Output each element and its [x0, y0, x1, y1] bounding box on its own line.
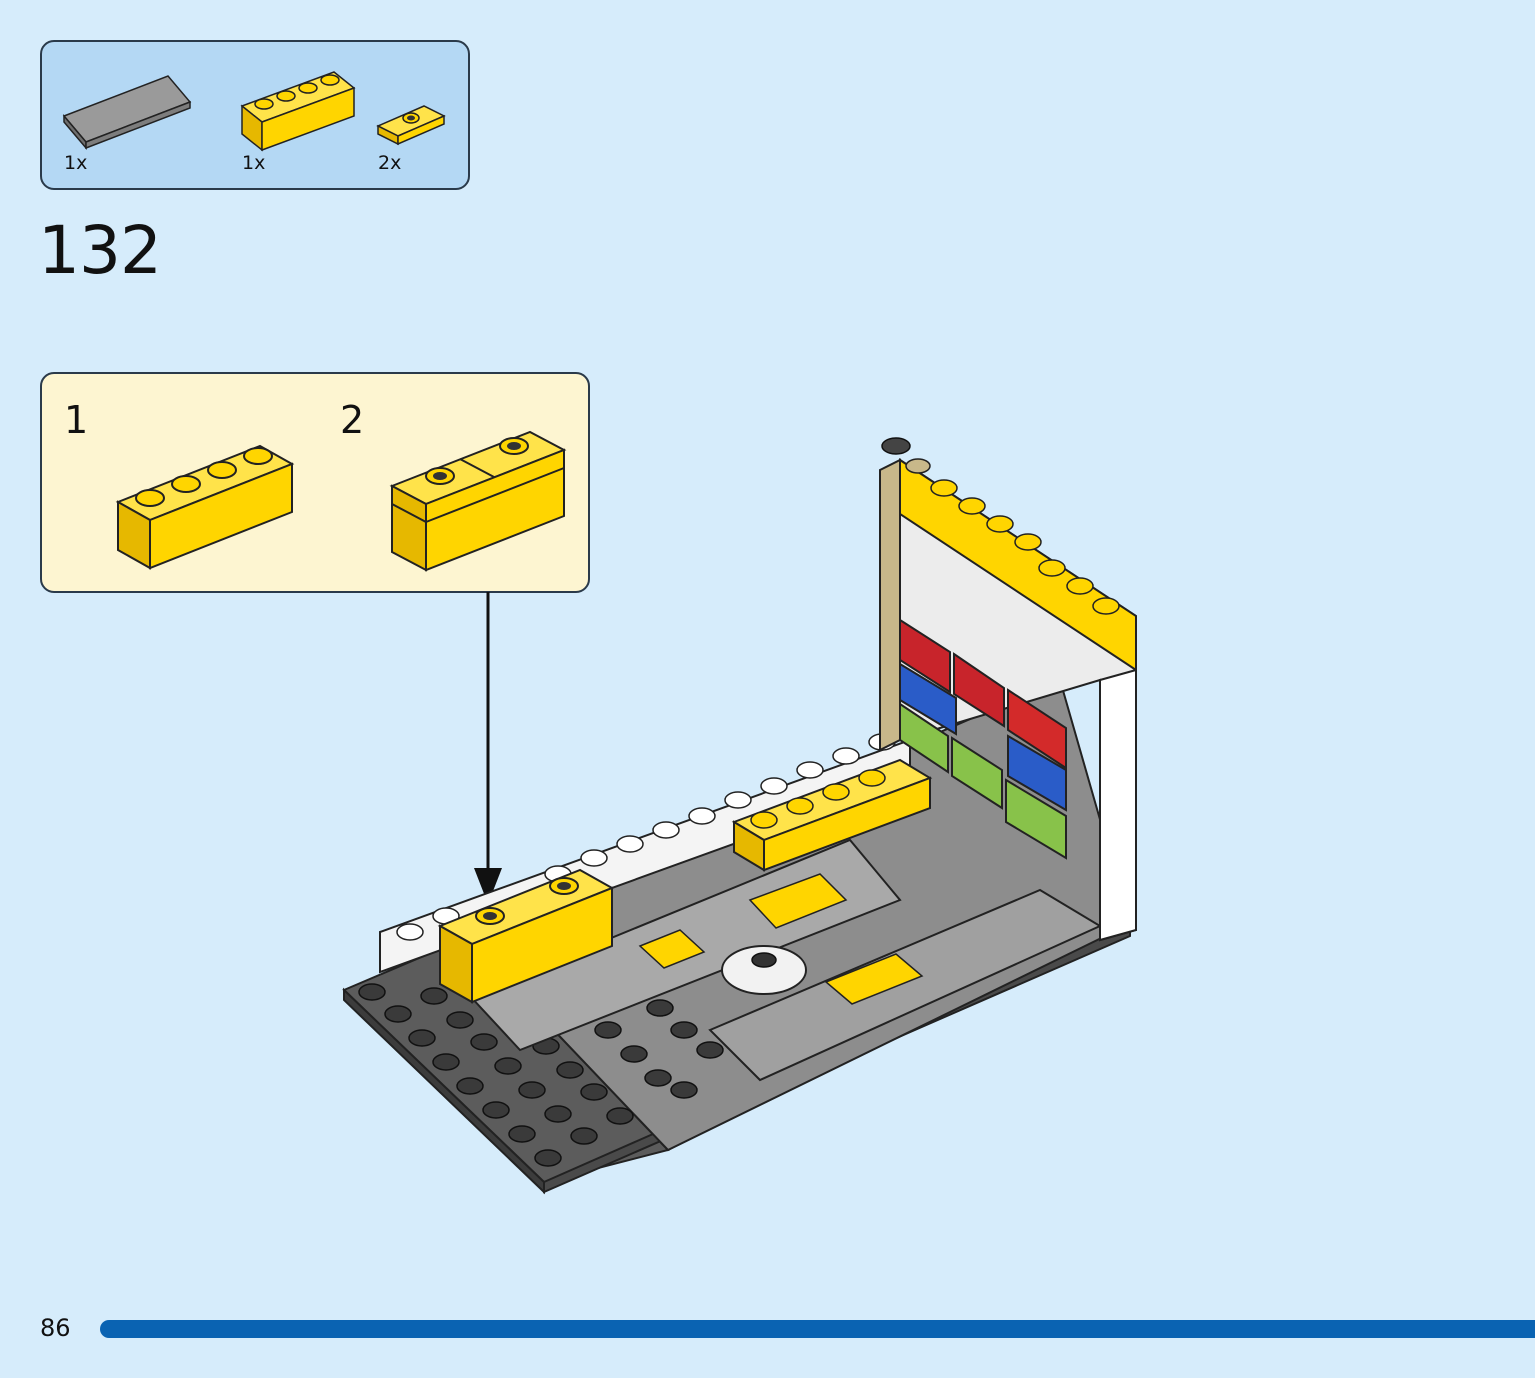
part-quantity: 1x	[242, 152, 266, 174]
sub-step-1-brick-illustration	[115, 444, 295, 570]
sub-step-2-assembly-illustration	[389, 430, 567, 572]
part-quantity: 1x	[64, 152, 88, 174]
sub-step-number: 1	[64, 398, 89, 442]
part-quantity: 2x	[378, 152, 402, 174]
parts-list-panel: 1x 1x 2x	[40, 40, 470, 190]
step-number: 132	[38, 212, 162, 289]
new-yellow-brick	[437, 868, 615, 1004]
yellow-brick-icon	[240, 71, 356, 152]
page-number: 86	[40, 1314, 71, 1342]
base-studs	[358, 983, 724, 1167]
progress-bar	[100, 1320, 1535, 1338]
placement-arrow	[474, 592, 502, 904]
main-model-illustration	[342, 437, 1137, 1195]
sub-assembly-panel: 1 2	[40, 372, 590, 593]
gray-tile-icon	[62, 75, 192, 151]
toy-box-shelf	[899, 618, 1067, 860]
sub-step-number: 2	[340, 398, 365, 442]
yellow-jumper-plate-icon	[376, 105, 446, 146]
